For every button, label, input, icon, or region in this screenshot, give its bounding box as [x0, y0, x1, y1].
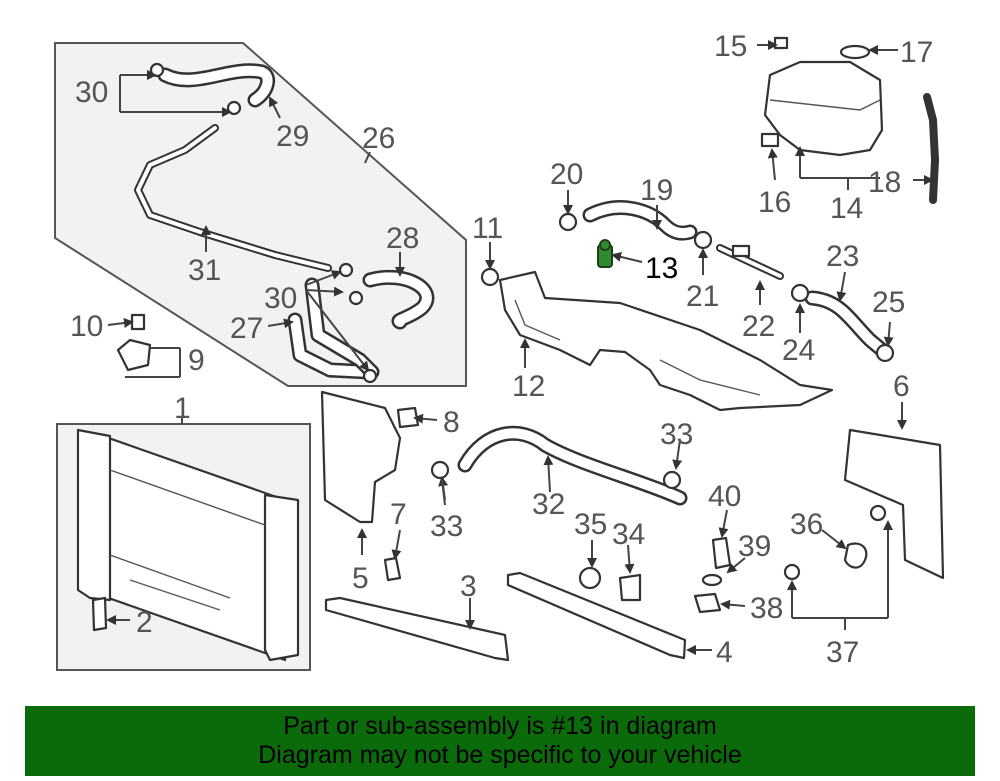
- label-1: 1: [174, 392, 191, 425]
- overflow-hose: [923, 93, 939, 204]
- part-labels: 30 29 26 31 28 30 27 10 9 1 2 5 7 8 33 3…: [70, 30, 933, 669]
- label-33b: 33: [660, 418, 693, 451]
- banner-line-2: Diagram may not be specific to your vehi…: [258, 741, 742, 769]
- label-32: 32: [532, 488, 565, 521]
- label-13: 13: [645, 252, 678, 285]
- label-25: 25: [872, 286, 905, 319]
- baffle-right: [843, 428, 945, 580]
- label-19: 19: [640, 174, 673, 207]
- label-8: 8: [443, 406, 460, 439]
- label-23: 23: [826, 240, 859, 273]
- label-10: 10: [70, 310, 103, 343]
- label-7: 7: [390, 498, 407, 531]
- label-35: 35: [574, 508, 607, 541]
- label-37: 37: [826, 636, 859, 669]
- label-12: 12: [512, 370, 545, 403]
- coolant-reservoir: [760, 36, 884, 157]
- label-21: 21: [686, 280, 719, 313]
- label-31: 31: [188, 254, 221, 287]
- label-16: 16: [758, 186, 791, 219]
- info-banner: Part or sub-assembly is #13 in diagram D…: [25, 706, 975, 776]
- label-6: 6: [893, 370, 910, 403]
- upper-seal: [506, 571, 687, 660]
- label-30b: 30: [264, 282, 297, 315]
- label-4: 4: [716, 636, 733, 669]
- label-34: 34: [612, 518, 645, 551]
- air-deflector: [498, 270, 834, 412]
- label-28: 28: [386, 222, 419, 255]
- baffle-left: [320, 390, 402, 524]
- label-36: 36: [790, 508, 823, 541]
- highlighted-part-13: [597, 239, 613, 268]
- label-17: 17: [900, 36, 933, 69]
- label-40: 40: [708, 480, 741, 513]
- label-9: 9: [188, 344, 205, 377]
- label-2: 2: [136, 606, 153, 639]
- label-39: 39: [738, 530, 771, 563]
- coolant-pipe: [716, 244, 784, 280]
- label-26: 26: [362, 122, 395, 155]
- leader-lines: [106, 40, 934, 655]
- label-33a: 33: [430, 510, 463, 543]
- small-parts: [91, 212, 895, 632]
- label-27: 27: [230, 312, 263, 345]
- label-20: 20: [550, 158, 583, 191]
- label-3: 3: [460, 570, 477, 603]
- banner-line-1: Part or sub-assembly is #13 in diagram: [283, 712, 717, 740]
- label-38: 38: [750, 592, 783, 625]
- label-24: 24: [782, 334, 815, 367]
- label-29: 29: [276, 120, 309, 153]
- label-22: 22: [742, 310, 775, 343]
- label-11: 11: [472, 212, 503, 245]
- label-30a: 30: [75, 76, 108, 109]
- radiator-assembly: [56, 423, 311, 671]
- label-5: 5: [352, 562, 369, 595]
- label-15: 15: [714, 30, 747, 63]
- label-18: 18: [868, 166, 901, 199]
- label-14: 14: [830, 192, 863, 225]
- lower-seal: [324, 596, 510, 662]
